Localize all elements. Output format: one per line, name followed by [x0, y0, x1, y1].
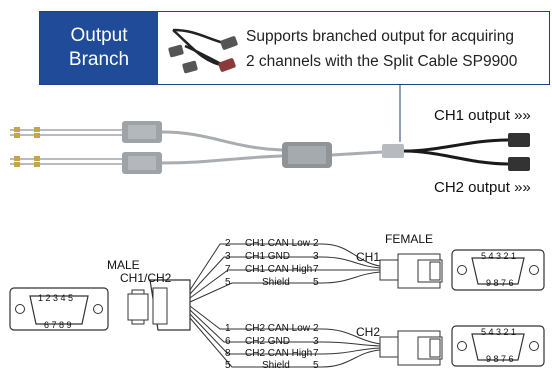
wire-pin-right: 3 [313, 336, 319, 347]
wire-pin-left: 5 [225, 277, 231, 288]
wire-label: CH1 CAN Low [245, 238, 311, 249]
output-branch-panel: Output Branch Supports branched output f… [39, 11, 550, 85]
wire-pin-left: 7 [225, 264, 231, 275]
probe-tips [14, 127, 40, 167]
feature-description: Supports branched output for acquiring 2… [246, 24, 546, 74]
male-channel-label: CH1/CH2 [120, 271, 172, 285]
wire-pin-right: 5 [313, 277, 319, 288]
device-photo [282, 142, 332, 168]
badge-line-2: Branch [68, 49, 130, 70]
badge-line-1: Output [70, 25, 128, 46]
female-label: FEMALE [385, 232, 434, 246]
male-pins-bottom: 6 7 8 9 [44, 320, 72, 330]
female-ch1-pins-bottom: 9 8 7 6 [486, 278, 514, 288]
wire-label: CH2 GND [245, 336, 291, 347]
wire-label: CH1 GND [245, 251, 291, 262]
wire-pin-right: 7 [313, 348, 319, 359]
ch1-connector-label: CH1 [356, 250, 381, 264]
female-ch2-pins-bottom: 9 8 7 6 [486, 354, 514, 364]
chevron-right-icon: »» [514, 107, 531, 124]
output-branch-badge: Output Branch [40, 12, 158, 84]
male-pins-top: 1 2 3 4 5 [38, 293, 74, 303]
ch2-output-label: CH2 output »» [434, 179, 531, 196]
ch2-connector-label: CH2 [356, 325, 381, 339]
wire-pin-right: 3 [313, 251, 319, 262]
wires [189, 243, 381, 368]
description-line-2: 2 channels with the Split Cable SP9900 [246, 53, 518, 70]
split-cable-photo [168, 28, 238, 74]
female-plug-ch1 [379, 253, 443, 289]
wire-pin-left: 3 [225, 251, 231, 262]
wire-pin-left: 6 [225, 336, 231, 347]
female-plug-ch2 [379, 330, 443, 366]
wire-pin-left: 2 [225, 238, 231, 249]
wire-label: CH2 CAN Low [245, 323, 311, 334]
wire-pin-right: 5 [313, 360, 319, 371]
ch2-output-text: CH2 output [434, 179, 510, 196]
female-connector-face-ch1 [451, 249, 545, 291]
wire-pin-right: 2 [313, 323, 319, 334]
probe-modules [122, 121, 162, 174]
female-ch1-pins-top: 5 4 3 2 1 [481, 251, 517, 261]
wire-label: Shield [262, 360, 290, 371]
wire-pin-right: 2 [313, 238, 319, 249]
male-connector-face [9, 287, 109, 331]
wire-pin-right: 7 [313, 264, 319, 275]
ch1-output-label: CH1 output »» [434, 107, 531, 124]
probe-cables [10, 129, 122, 165]
female-connector-face-ch2 [451, 325, 545, 367]
wire-pin-left: 8 [225, 348, 231, 359]
wire-pin-left: 5 [225, 360, 231, 371]
wire-pin-left: 1 [225, 323, 231, 334]
wire-label: Shield [262, 277, 290, 288]
wire-label: CH1 CAN High [245, 264, 313, 275]
ch1-output-text: CH1 output [434, 107, 510, 124]
male-label: MALE [107, 258, 140, 272]
chevron-right-icon: »» [514, 179, 531, 196]
description-line-1: Supports branched output for acquiring [246, 28, 514, 45]
wire-label: CH2 CAN High [245, 348, 313, 359]
female-ch2-pins-top: 5 4 3 2 1 [481, 327, 517, 337]
male-plug [127, 279, 191, 331]
